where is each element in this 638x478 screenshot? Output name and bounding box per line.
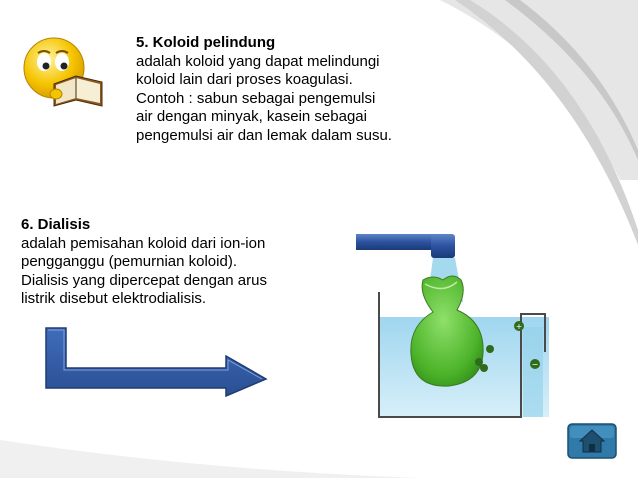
section-line: koloid lain dari proses koagulasi. [136, 71, 353, 89]
section-line: pengemulsi air dan lemak dalam susu. [136, 126, 392, 144]
section-line: Dialisis yang dipercepat dengan arus [21, 271, 267, 289]
section-line: adalah koloid yang dapat melindungi [136, 52, 380, 70]
home-icon [567, 423, 617, 459]
section-line: pengganggu (pemurnian koloid). [21, 253, 237, 271]
svg-text:+: + [516, 322, 523, 331]
section-line: listrik disebut elektrodialisis. [21, 290, 207, 308]
section-title: 6. Dialisis [21, 216, 91, 233]
svg-text:−: − [532, 360, 539, 369]
section-line: adalah pemisahan koloid dari ion-ion [21, 234, 266, 252]
section-koloid-pelindung: 5. Koloid pelindung adalah koloid yang d… [136, 34, 392, 146]
section-line: air dengan minyak, kasein sebagai [136, 108, 367, 126]
section-dialisis: 6. Dialisis adalah pemisahan koloid dari… [21, 216, 267, 309]
right-arrow-icon [45, 327, 268, 398]
reading-smiley-icon [23, 37, 103, 107]
home-button[interactable] [567, 423, 617, 459]
dialysis-apparatus-illustration: + − [356, 234, 549, 418]
section-line: Contoh : sabun sebagai pengemulsi [136, 89, 376, 107]
section-title: 5. Koloid pelindung [136, 34, 276, 51]
